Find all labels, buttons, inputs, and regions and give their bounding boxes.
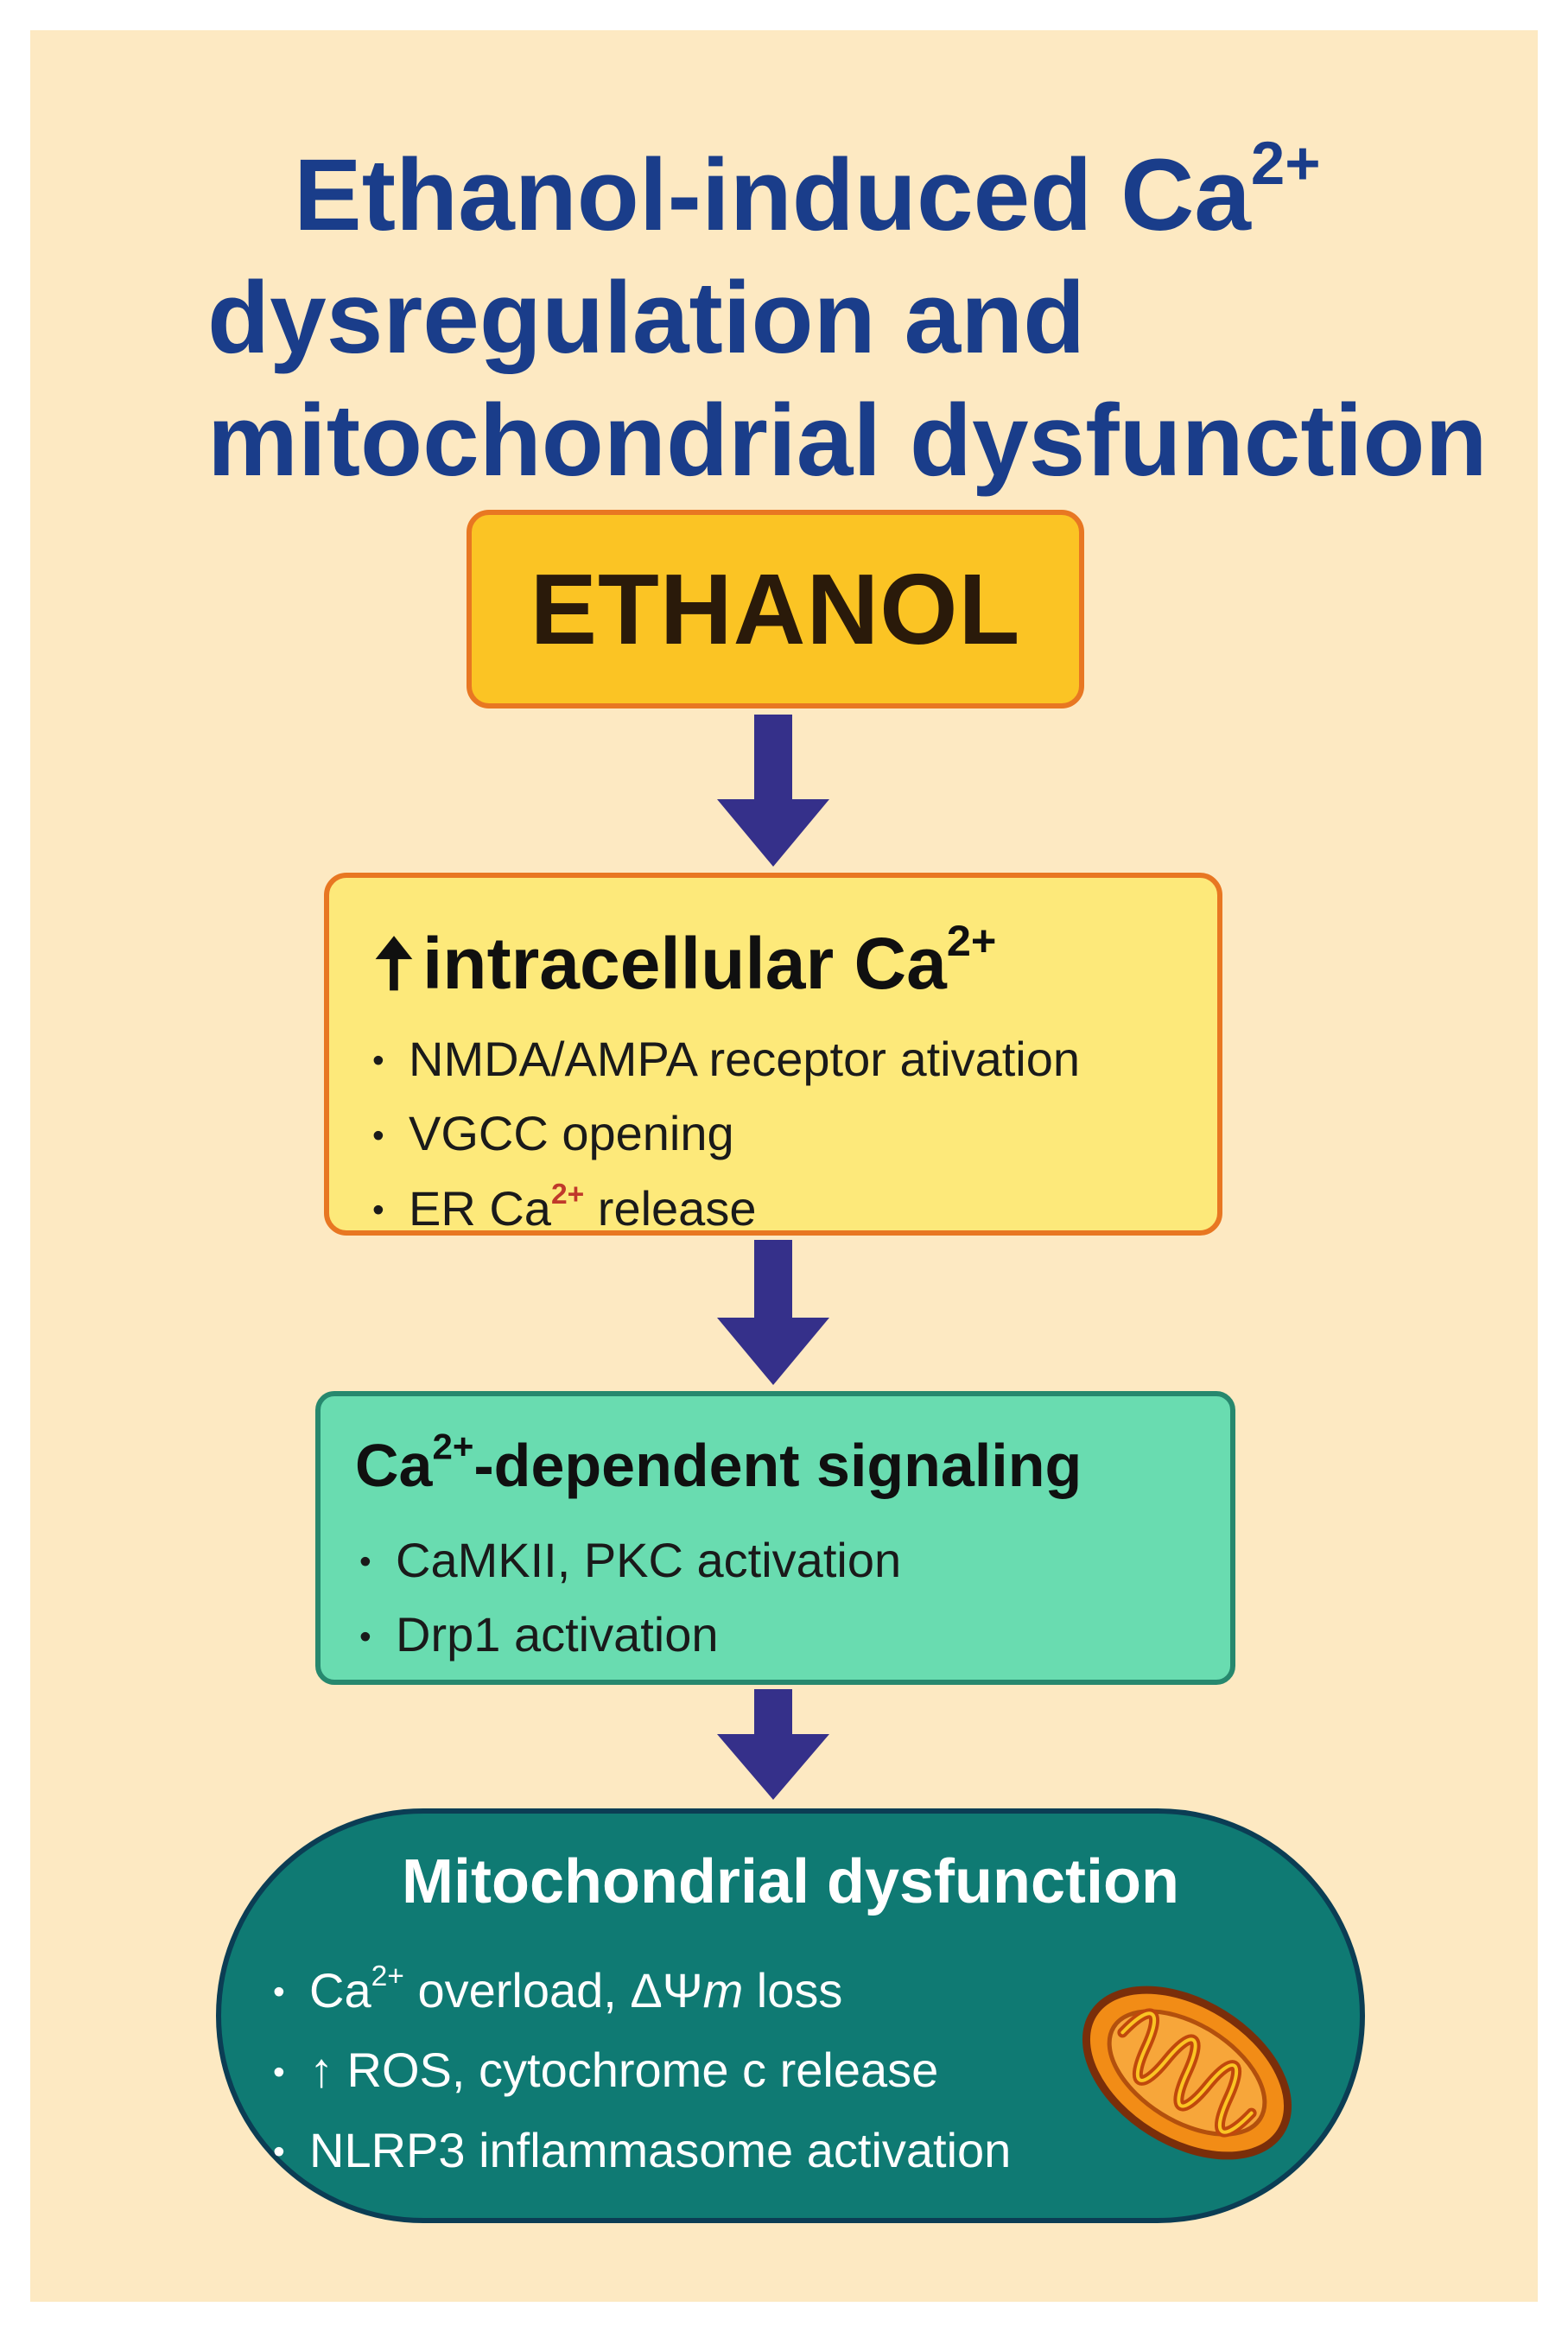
- list-item: ER Ca2+ release: [372, 1172, 1080, 1247]
- title-superscript: 2+: [1250, 129, 1321, 198]
- calcium-title-superscript: 2+: [946, 916, 997, 966]
- membrane-potential-m: m: [702, 1963, 744, 2017]
- title-line-2: dysregulation and: [207, 261, 1086, 375]
- down-arrow-3: [717, 1689, 829, 1800]
- signaling-title-superscript: 2+: [432, 1426, 474, 1467]
- ca-text: Ca: [309, 1963, 371, 2017]
- title-line-3: mitochondrial dysfunction: [207, 384, 1488, 498]
- title-line-1-text: Ethanol-induced Ca: [294, 138, 1251, 252]
- calcium-bullet-list: NMDA/AMPA receptor ativation VGCC openin…: [372, 1023, 1080, 1247]
- diagram-title: Ethanol-induced Ca2+ dysregulation and m…: [30, 133, 1538, 502]
- title-line-1: Ethanol-induced Ca2+: [207, 133, 1538, 257]
- mitochondrial-dysfunction-box: Mitochondrial dysfunction Ca2+ overload,…: [216, 1808, 1365, 2223]
- diagram-canvas: Ethanol-induced Ca2+ dysregulation and m…: [30, 30, 1538, 2302]
- ethanol-label: ETHANOL: [530, 553, 1021, 665]
- intracellular-calcium-box: 🠅intracellular Ca2+ NMDA/AMPA receptor a…: [324, 873, 1222, 1236]
- calcium-signaling-title: Ca2+-dependent signaling: [355, 1428, 1082, 1500]
- mitochondria-bullet-list: Ca2+ overload, ΔΨm loss ↑ ROS, cytochrom…: [273, 1952, 1011, 2191]
- er-calcium-superscript: 2+: [550, 1178, 585, 1210]
- ethanol-box: ETHANOL: [467, 510, 1084, 708]
- list-item: Ca2+ overload, ΔΨm loss: [273, 1952, 1011, 2031]
- signaling-title-text: -dependent signaling: [473, 1432, 1082, 1499]
- calcium-signaling-box: Ca2+-dependent signaling CaMKII, PKC act…: [315, 1391, 1235, 1685]
- overload-text: overload, ΔΨ: [403, 1963, 703, 2017]
- list-item: Drp1 activation: [359, 1598, 901, 1673]
- up-arrow-icon: 🠅: [374, 923, 414, 1004]
- signaling-title-ca: Ca: [355, 1432, 433, 1499]
- loss-text: loss: [743, 1963, 843, 2017]
- intracellular-calcium-title: 🠅intracellular Ca2+: [374, 911, 996, 1034]
- down-arrow-2: [717, 1240, 829, 1385]
- ca-superscript: 2+: [371, 1960, 404, 1992]
- calcium-title-text: intracellular Ca: [422, 923, 947, 1004]
- list-item: NLRP3 inflammasome activation: [273, 2112, 1011, 2191]
- down-arrow-1: [717, 715, 829, 867]
- signaling-bullet-list: CaMKII, PKC activation Drp1 activation: [359, 1524, 901, 1674]
- er-release-text: release: [584, 1180, 757, 1236]
- list-item: NMDA/AMPA receptor ativation: [372, 1023, 1080, 1097]
- list-item: CaMKII, PKC activation: [359, 1524, 901, 1598]
- list-item: ↑ ROS, cytochrome c release: [273, 2031, 1011, 2111]
- mitochondrion-icon: [1082, 1986, 1292, 2160]
- list-item: VGCC opening: [372, 1097, 1080, 1172]
- er-calcium-text: ER Ca: [409, 1180, 551, 1236]
- mitochondrial-dysfunction-title: Mitochondrial dysfunction: [402, 1847, 1179, 1916]
